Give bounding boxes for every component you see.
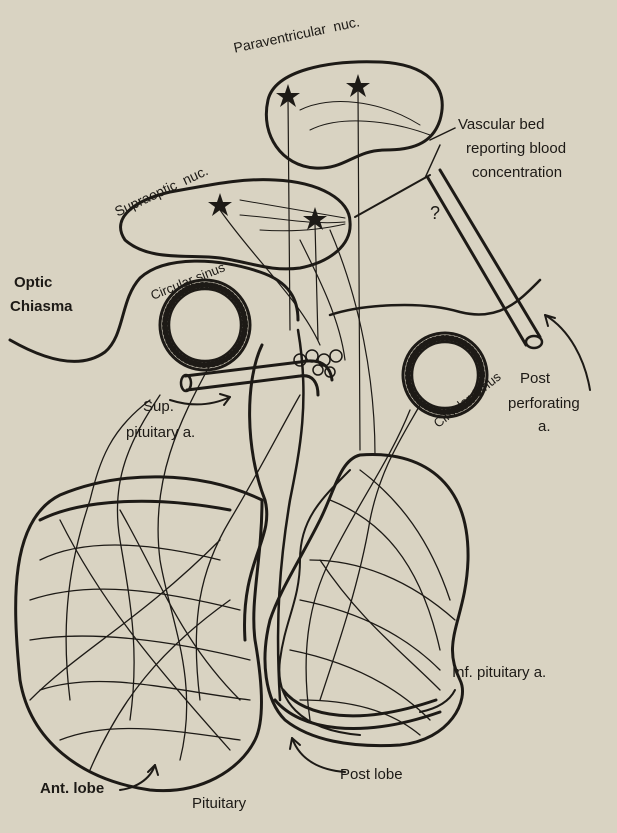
inf-pituitary-label: Inf. pituitary a. <box>452 664 546 681</box>
paraventricular-nucleus-outline <box>266 62 442 168</box>
axon-fibre <box>330 230 375 455</box>
axon-fibre <box>315 224 318 340</box>
post-perforating-label-line3: a. <box>538 418 551 435</box>
post-perforating-label-line2: perforating <box>508 395 580 412</box>
posterior-lobe-inner <box>279 470 360 735</box>
axon-fibre <box>358 90 360 450</box>
optic-chiasma-label: Optic <box>14 274 52 291</box>
neuron-supraoptic-1 <box>208 193 232 216</box>
post-perforating-label: Post <box>520 370 550 387</box>
post-lobe-label: Post lobe <box>340 766 403 783</box>
question-mark: ? <box>430 205 440 222</box>
optic-chiasma-label-line2: Chiasma <box>10 298 73 315</box>
inf-pituitary-arrow <box>420 690 455 712</box>
post-perforating-arrow <box>545 315 590 390</box>
sup-pituitary-label: Sup. <box>143 398 174 415</box>
post-perforating-artery <box>440 170 540 337</box>
pituitary-label: Pituitary <box>192 795 246 812</box>
ant-lobe-label: Ant. lobe <box>40 780 104 797</box>
sup-pituitary-arrow <box>170 397 230 404</box>
vascular-bed-label-line2: reporting blood <box>466 140 566 157</box>
vascular-bed-label-line3: concentration <box>472 164 562 181</box>
axon-fibre <box>300 240 345 360</box>
sup-pituitary-label-line2: pituitary a. <box>126 424 195 441</box>
vascular-bed-label: Vascular bed <box>458 116 544 133</box>
